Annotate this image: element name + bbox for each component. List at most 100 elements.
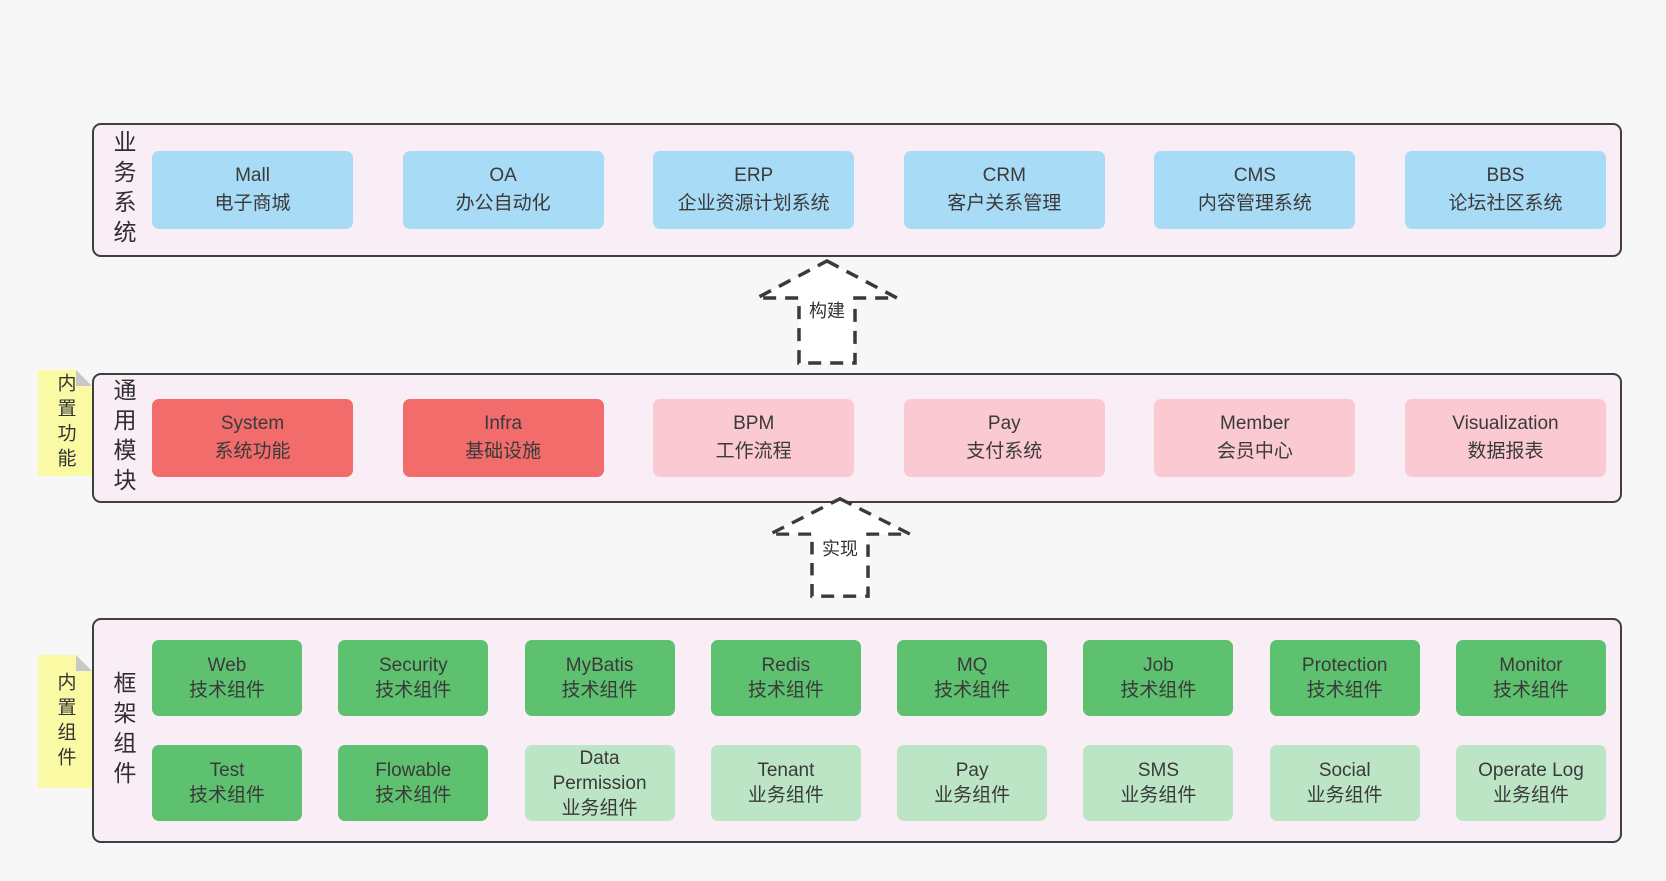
node-title: Mall [235, 165, 270, 186]
node-subtitle: 技术组件 [375, 785, 452, 806]
node-subtitle: 会员中心 [1216, 441, 1293, 462]
node-subtitle: 电子商城 [214, 193, 291, 214]
sticky-note-built-in-features: 内置功能 [38, 370, 92, 476]
node-crm: CRM 客户关系管理 [903, 151, 1105, 229]
node-subtitle: 技术组件 [188, 785, 265, 806]
node-title: MQ [956, 655, 988, 676]
node-title: Visualization [1452, 413, 1559, 434]
node-tenant: Tenant 业务组件 [710, 745, 861, 821]
node-subtitle: 业务组件 [1120, 785, 1197, 806]
band-content: System 系统功能 Infra 基础设施 BPM 工作流程 Pay 支付系统… [152, 399, 1620, 477]
node-subtitle: 技术组件 [1492, 680, 1569, 701]
node-mall: Mall 电子商城 [152, 151, 353, 229]
node-system: System 系统功能 [152, 399, 353, 477]
node-protection: Protection 技术组件 [1269, 640, 1420, 716]
node-subtitle: 技术组件 [375, 680, 452, 701]
node-title: OA [489, 165, 517, 186]
node-title: Data Permission [552, 747, 647, 794]
node-title: MyBatis [565, 655, 634, 676]
node-title: Web [207, 655, 247, 676]
node-title: Infra [484, 413, 523, 434]
node-subtitle: 客户关系管理 [947, 193, 1062, 214]
node-title: Pay [955, 760, 989, 781]
node-erp: ERP 企业资源计划系统 [653, 151, 855, 229]
component-row-1: Web 技术组件 Security 技术组件 MyBatis 技术组件 Redi… [152, 640, 1606, 716]
node-title: Operate Log [1478, 760, 1584, 781]
up-arrow-build: 构建 [752, 256, 902, 368]
node-test: Test 技术组件 [152, 745, 302, 821]
up-arrow-implement: 实现 [765, 494, 915, 601]
node-title: Job [1143, 655, 1174, 676]
node-pay: Pay 支付系统 [903, 399, 1105, 477]
node-title: Member [1220, 413, 1290, 434]
node-security: Security 技术组件 [338, 640, 489, 716]
node-redis: Redis 技术组件 [710, 640, 861, 716]
node-title: CMS [1233, 165, 1276, 186]
node-subtitle: 论坛社区系统 [1448, 193, 1563, 214]
band-label-business-systems: 业务系统 [110, 130, 136, 250]
sticky-note-label: 内置功能 [38, 370, 92, 476]
node-title: Pay [987, 413, 1021, 434]
node-title: Tenant [757, 760, 815, 781]
node-subtitle: 业务组件 [1492, 785, 1569, 806]
folded-corner-icon [76, 370, 92, 386]
node-flowable: Flowable 技术组件 [338, 745, 489, 821]
node-subtitle: 技术组件 [561, 680, 638, 701]
node-title: SMS [1137, 760, 1179, 781]
band-content: Mall 电子商城 OA 办公自动化 ERP 企业资源计划系统 CRM 客户关系… [152, 151, 1620, 229]
node-subtitle: 技术组件 [934, 680, 1011, 701]
node-subtitle: 工作流程 [715, 441, 792, 462]
node-title: Monitor [1499, 655, 1563, 676]
node-operate-log: Operate Log 业务组件 [1455, 745, 1606, 821]
node-title: CRM [982, 165, 1026, 186]
node-subtitle: 业务组件 [1306, 785, 1383, 806]
band-framework-components: 框架组件 Web 技术组件 Security 技术组件 MyBatis 技术组件… [92, 618, 1622, 843]
folded-corner-icon [76, 655, 92, 671]
node-visualization: Visualization 数据报表 [1404, 399, 1606, 477]
arrow-label: 实现 [820, 535, 860, 561]
node-title: Social [1318, 760, 1371, 781]
node-subtitle: 技术组件 [188, 680, 265, 701]
band-common-modules: 通用模块 System 系统功能 Infra 基础设施 BPM 工作流程 Pay… [92, 373, 1622, 503]
node-subtitle: 数据报表 [1467, 441, 1544, 462]
node-monitor: Monitor 技术组件 [1455, 640, 1606, 716]
component-row-2: Test 技术组件 Flowable 技术组件 Data Permission … [152, 745, 1606, 821]
node-subtitle: 支付系统 [966, 441, 1043, 462]
node-mybatis: MyBatis 技术组件 [524, 640, 675, 716]
node-cms: CMS 内容管理系统 [1154, 151, 1356, 229]
node-mq: MQ 技术组件 [897, 640, 1048, 716]
node-sms: SMS 业务组件 [1083, 745, 1234, 821]
node-subtitle: 内容管理系统 [1197, 193, 1312, 214]
node-title: Protection [1301, 655, 1388, 676]
node-data-permission: Data Permission 业务组件 [524, 745, 675, 821]
node-title: Test [209, 760, 245, 781]
node-member: Member 会员中心 [1154, 399, 1356, 477]
sticky-note-label: 内置组件 [38, 655, 92, 788]
band-label-framework-components: 框架组件 [110, 670, 136, 791]
node-subtitle: 技术组件 [1306, 680, 1383, 701]
node-subtitle: 技术组件 [747, 680, 824, 701]
node-subtitle: 系统功能 [214, 441, 291, 462]
node-pay-business: Pay 业务组件 [897, 745, 1048, 821]
node-oa: OA 办公自动化 [402, 151, 604, 229]
node-subtitle: 企业资源计划系统 [677, 193, 830, 214]
node-subtitle: 技术组件 [1120, 680, 1197, 701]
sticky-note-built-in-components: 内置组件 [38, 655, 92, 788]
node-title: BPM [733, 413, 775, 434]
node-subtitle: 基础设施 [465, 441, 542, 462]
node-title: BBS [1486, 165, 1525, 186]
arrow-label: 构建 [807, 297, 847, 323]
node-social: Social 业务组件 [1269, 745, 1420, 821]
node-bpm: BPM 工作流程 [653, 399, 855, 477]
band-label-common-modules: 通用模块 [110, 378, 136, 498]
node-job: Job 技术组件 [1083, 640, 1234, 716]
band-content: Web 技术组件 Security 技术组件 MyBatis 技术组件 Redi… [152, 640, 1620, 821]
node-title: System [220, 413, 285, 434]
node-title: Flowable [375, 760, 452, 781]
node-subtitle: 业务组件 [561, 797, 638, 819]
band-business-systems: 业务系统 Mall 电子商城 OA 办公自动化 ERP 企业资源计划系统 CRM… [92, 123, 1622, 257]
node-infra: Infra 基础设施 [402, 399, 604, 477]
node-subtitle: 业务组件 [934, 785, 1011, 806]
node-title: ERP [734, 165, 774, 186]
node-bbs: BBS 论坛社区系统 [1404, 151, 1606, 229]
